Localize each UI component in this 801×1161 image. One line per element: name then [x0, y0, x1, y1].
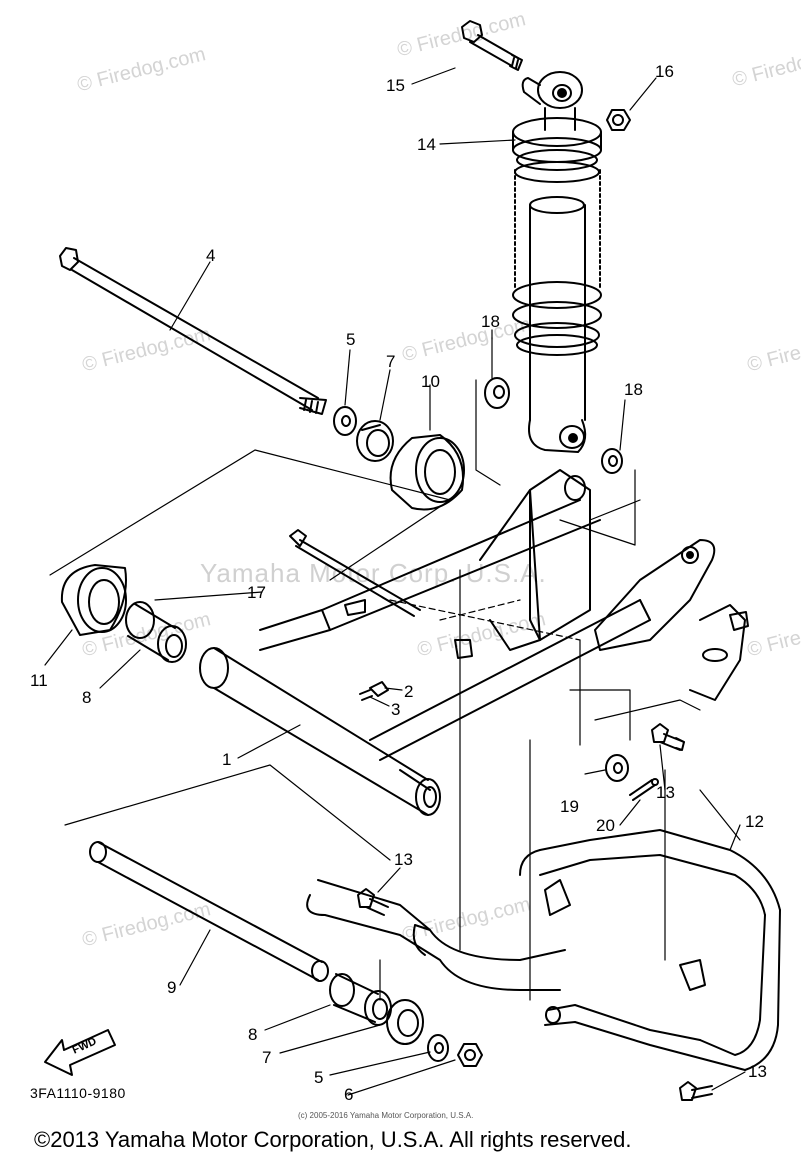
callout-leaders	[44, 67, 746, 1096]
rear-shock-absorber	[512, 71, 602, 453]
callout-4: 4	[206, 246, 216, 265]
washer-5	[333, 406, 357, 436]
callout-10: 10	[421, 372, 440, 391]
callout-8: 8	[82, 688, 92, 707]
nut-16	[606, 109, 631, 131]
callout-15: 15	[386, 76, 405, 95]
pivot-shaft-4	[59, 247, 327, 415]
collar-8-lower	[329, 973, 392, 1026]
callout-13: 13	[394, 850, 413, 869]
callout-1: 1	[222, 750, 232, 769]
nut-6	[457, 1043, 483, 1067]
callout-9: 9	[167, 978, 177, 997]
callout-20: 20	[596, 816, 615, 835]
swing-arm-1	[199, 469, 749, 816]
callout-8: 8	[248, 1025, 258, 1044]
callout-16: 16	[655, 62, 674, 81]
callout-6: 6	[344, 1085, 354, 1104]
callout-17: 17	[247, 583, 266, 602]
bolt-13-right	[651, 723, 685, 751]
washer-18-lower	[601, 448, 623, 474]
callout-2: 2	[404, 682, 414, 701]
callout-12: 12	[745, 812, 764, 831]
washer-5-lower	[427, 1034, 449, 1062]
tube-9	[89, 841, 329, 982]
fwd-arrow-icon	[44, 1029, 116, 1076]
part-code: 3FA1110-9180	[30, 1085, 126, 1101]
leader-lines	[49, 379, 741, 1001]
callout-13: 13	[748, 1062, 767, 1081]
callout-14: 14	[417, 135, 436, 154]
small-copyright: (c) 2005-2016 Yamaha Motor Corporation, …	[298, 1111, 474, 1120]
callout-3: 3	[391, 700, 401, 719]
callout-19: 19	[560, 797, 579, 816]
callout-11: 11	[30, 671, 48, 690]
callout-7: 7	[386, 352, 396, 371]
cotter-pin-20	[629, 778, 659, 801]
callout-7: 7	[262, 1048, 272, 1067]
bolt-13-bottom	[679, 1081, 713, 1101]
bearing-7-upper	[356, 420, 394, 462]
bearing-7-lower	[386, 999, 424, 1045]
bolt-15	[461, 20, 523, 71]
guard-12	[306, 829, 781, 1071]
washer-19	[605, 754, 629, 782]
callout-18: 18	[481, 312, 500, 331]
bush-10	[389, 434, 465, 511]
bush-11	[60, 564, 127, 636]
callout-5: 5	[346, 330, 356, 349]
collar-8-upper	[125, 601, 187, 663]
callout-18: 18	[624, 380, 643, 399]
callout-13: 13	[656, 783, 675, 802]
washer-18-upper	[484, 377, 510, 409]
copyright-notice: ©2013 Yamaha Motor Corporation, U.S.A. A…	[34, 1127, 632, 1152]
callout-5: 5	[314, 1068, 324, 1087]
bolt-13-left	[357, 888, 389, 916]
